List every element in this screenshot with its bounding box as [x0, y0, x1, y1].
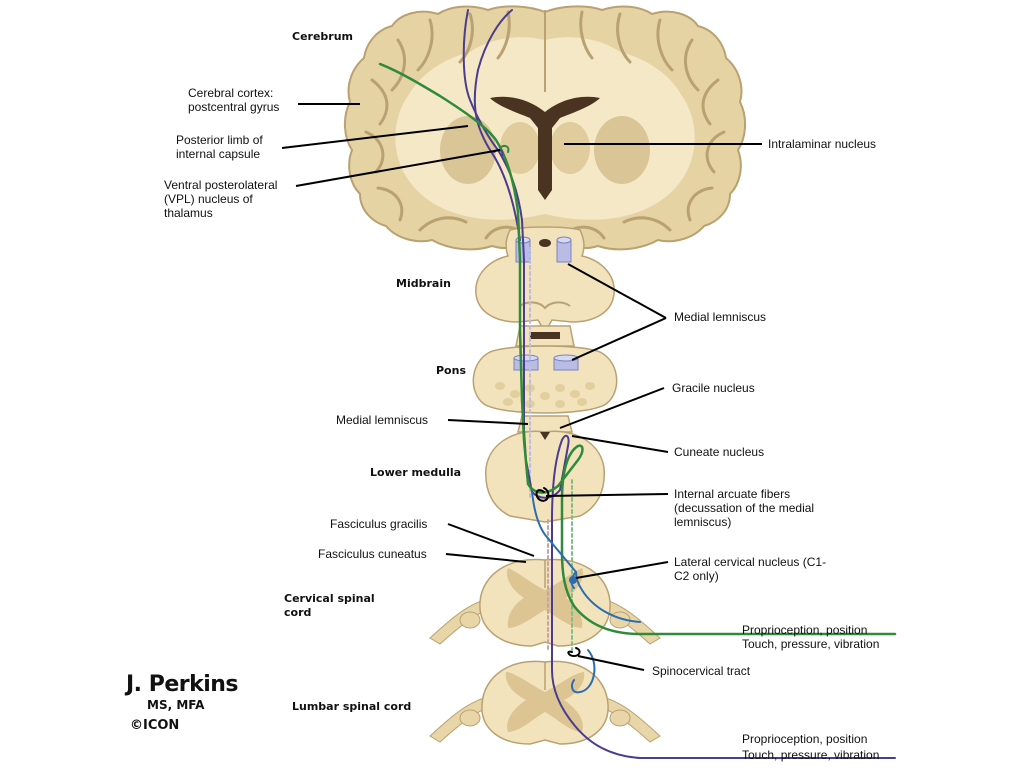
- label-spinocervical-tract: Spinocervical tract: [652, 664, 751, 678]
- label-medial-lemniscus-upper: Medial lemniscus: [674, 310, 767, 324]
- label-fasciculus-gracilis: Fasciculus gracilis: [330, 517, 428, 531]
- purple-pathway: [462, 9, 896, 759]
- label-pons: Pons: [436, 364, 466, 377]
- green-pathway: [378, 62, 897, 636]
- leader-internal-arcuate: [545, 493, 669, 497]
- pons-section: [472, 325, 618, 414]
- label-fasciculus-cuneatus: Fasciculus cuneatus: [318, 547, 427, 561]
- left-sulci: [364, 10, 524, 240]
- label-lateral-cervical-nucleus: Lateral cervical nucleus (C1- C2 only): [674, 555, 827, 583]
- right-basal-ganglia: [594, 116, 650, 184]
- label-gracile-nucleus: Gracile nucleus: [672, 381, 755, 395]
- leader-ml-midbrain: [567, 263, 667, 319]
- label-cerebral-cortex: Cerebral cortex: postcentral gyrus: [188, 86, 280, 114]
- leader-lateral-cervical: [575, 561, 669, 579]
- cerebrum-section: [344, 5, 746, 251]
- artist-credentials: MS, MFA: [147, 698, 205, 712]
- artist-name: J. Perkins: [126, 672, 239, 697]
- label-cuneate-nucleus: Cuneate nucleus: [674, 445, 765, 459]
- pons-medial-lemniscus: [513, 354, 579, 371]
- label-cervical-touch: Touch, pressure, vibration: [742, 637, 880, 651]
- medulla-outline: [485, 430, 605, 523]
- pons-outline: [472, 345, 618, 414]
- label-lower-medulla: Lower medulla: [370, 466, 462, 479]
- label-lumbar-spinal-cord: Lumbar spinal cord: [292, 700, 412, 713]
- ventricles: [490, 96, 600, 200]
- leader-ml-pons: [571, 317, 667, 361]
- internal-arcuate-loop: [535, 487, 550, 502]
- right-sulci: [566, 10, 726, 240]
- leader-gracile: [559, 387, 665, 429]
- leader-cuneate: [571, 435, 669, 453]
- label-cervical-spinal-cord: Cervical spinal cord: [284, 592, 375, 619]
- label-cerebrum: Cerebrum: [292, 30, 354, 43]
- leader-vpl: [295, 149, 501, 187]
- copyright-logo: ©ICON: [130, 718, 180, 733]
- label-medial-lemniscus-lower: Medial lemniscus: [336, 413, 429, 427]
- leader-ml-lower: [447, 419, 529, 425]
- label-midbrain: Midbrain: [396, 277, 451, 290]
- right-thalamus: [550, 122, 590, 174]
- leader-f-cuneatus: [445, 553, 527, 563]
- label-lumbar-touch: Touch, pressure, vibration: [742, 748, 880, 762]
- pathways: [378, 9, 897, 759]
- midbrain-outline: [475, 226, 615, 334]
- label-vpl-nucleus: Ventral posterolateral (VPL) nucleus of …: [164, 178, 278, 220]
- left-thalamus: [500, 122, 540, 174]
- lumbar-cord-section: [429, 660, 661, 745]
- label-lumbar-proprioception: Proprioception, position: [742, 732, 868, 746]
- medulla-upper-outline: [517, 415, 573, 433]
- leader-posterior-limb: [281, 125, 469, 149]
- lumbar-grey-matter: [505, 672, 585, 732]
- label-cervical-proprioception: Proprioception, position: [742, 623, 868, 637]
- label-posterior-limb: Posterior limb of internal capsule: [176, 133, 263, 161]
- leader-lines: [281, 103, 762, 671]
- leader-spinocervical: [577, 655, 645, 671]
- lower-medulla-section: [485, 415, 605, 523]
- leader-f-gracilis: [447, 523, 535, 557]
- label-internal-arcuate-fibers: Internal arcuate fibers (decussation of …: [674, 487, 815, 529]
- label-intralaminar-nucleus: Intralaminar nucleus: [768, 137, 877, 151]
